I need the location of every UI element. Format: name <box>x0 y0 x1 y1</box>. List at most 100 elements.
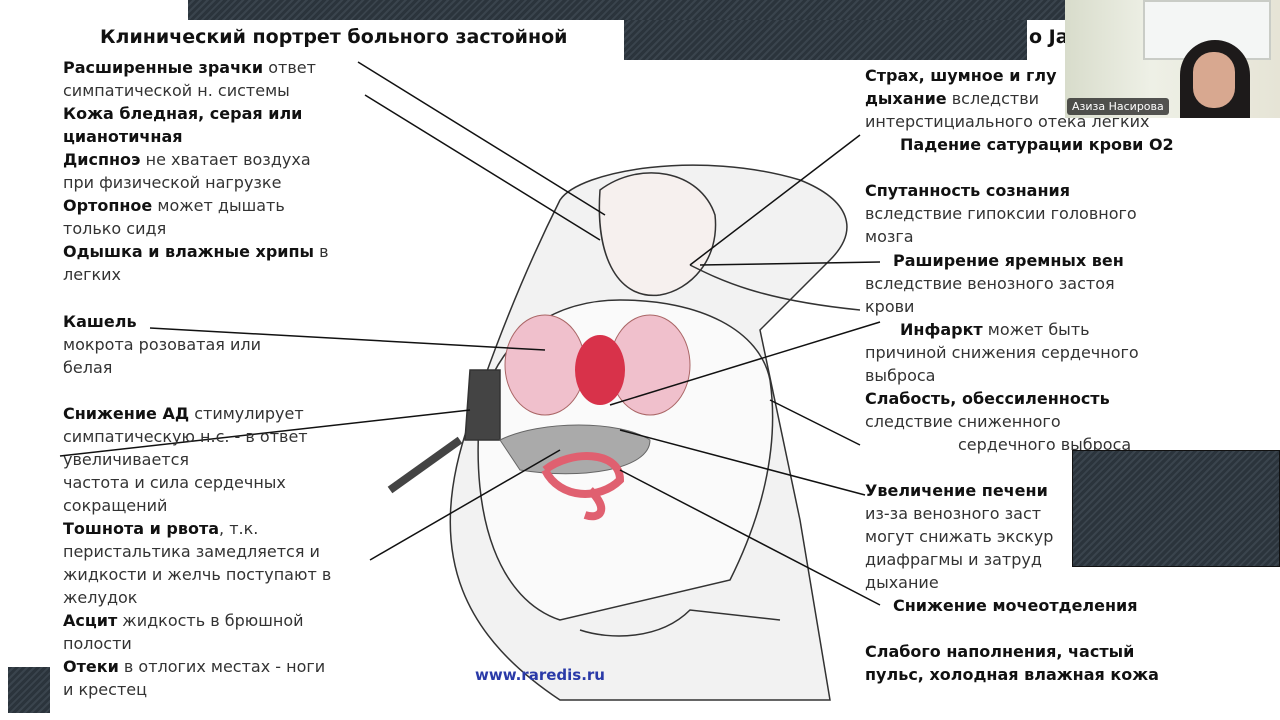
description: симпатической н. системы <box>63 81 290 100</box>
left-text-line: Расширенные зрачки ответ <box>63 58 316 78</box>
right-text-line: дыхание <box>865 573 939 593</box>
description: диафрагмы и затруд <box>865 550 1042 569</box>
occlusion-block-top <box>188 0 1065 20</box>
bold-term: цианотичная <box>63 127 183 146</box>
description: дыхание <box>865 573 939 592</box>
description: жидкости и желчь поступают в <box>63 565 332 584</box>
right-text-line: диафрагмы и затруд <box>865 550 1042 570</box>
bold-term: дыхание <box>865 89 947 108</box>
leader-lines <box>59 61 881 606</box>
right-text-line: могут снижать экскур <box>865 527 1053 547</box>
description: ответ <box>263 58 316 77</box>
watermark-url: www.raredis.ru <box>475 666 605 684</box>
right-text-line: Раширение яремных вен <box>893 251 1124 271</box>
left-text-line: белая <box>63 358 112 378</box>
right-text-line: вследствие венозного застоя <box>865 274 1115 294</box>
left-text-line: Отеки в отлогих местах - ноги <box>63 657 325 677</box>
bold-term: Страх, шумное и глу <box>865 66 1057 85</box>
description: сердечного выброса <box>958 435 1132 454</box>
description: только сидя <box>63 219 167 238</box>
description: полости <box>63 634 132 653</box>
left-text-line: желудок <box>63 588 137 608</box>
left-text-line: перистальтика замедляется и <box>63 542 320 562</box>
left-text-line: Ортопное может дышать <box>63 196 285 216</box>
right-text-line: Спутанность сознания <box>865 181 1070 201</box>
right-text-line: Падение сатурации крови О2 <box>900 135 1174 155</box>
description: частота и сила сердечных <box>63 473 286 492</box>
right-text-line: выброса <box>865 366 935 386</box>
description: следствие сниженного <box>865 412 1061 431</box>
bold-term: Расширенные зрачки <box>63 58 264 77</box>
right-text-line: Снижение мочеотделения <box>893 596 1138 616</box>
right-text-line: следствие сниженного <box>865 412 1061 432</box>
left-text-line: частота и сила сердечных <box>63 473 286 493</box>
right-text-line: Увеличение печени <box>865 481 1048 501</box>
right-text-line: дыхание вследстви <box>865 89 1039 109</box>
left-text-line: и крестец <box>63 680 147 700</box>
bold-term: Тошнота и рвота <box>63 519 220 538</box>
bold-term: Слабость, обессиленность <box>865 389 1110 408</box>
left-text-line: симпатической н. системы <box>63 81 290 101</box>
bold-term: Слабого наполнения, частый <box>865 642 1135 661</box>
description: в <box>314 242 329 261</box>
right-text-line: Слабость, обессиленность <box>865 389 1110 409</box>
description: крови <box>865 297 915 316</box>
description: не хватает воздуха <box>140 150 311 169</box>
description: легких <box>63 265 122 284</box>
bold-term: Раширение яремных вен <box>893 251 1124 270</box>
description: в отлогих местах - ноги <box>118 657 326 676</box>
left-text-line: при физической нагрузке <box>63 173 281 193</box>
bold-term: Увеличение печени <box>865 481 1048 500</box>
bold-term: Асцит <box>63 611 118 630</box>
bold-term: Падение сатурации крови О2 <box>900 135 1174 154</box>
left-text-line: мокрота розоватая или <box>63 335 261 355</box>
bold-term: Одышка и влажные хрипы <box>63 242 315 261</box>
right-text-line: мозга <box>865 227 914 247</box>
right-text-line: Слабого наполнения, частый <box>865 642 1134 662</box>
left-text-line: Одышка и влажные хрипы в <box>63 242 329 262</box>
bold-term: Диспноэ <box>63 150 141 169</box>
participant-face <box>1193 52 1235 108</box>
left-text-line: цианотичная <box>63 127 183 147</box>
description: и крестец <box>63 680 147 699</box>
right-text-line: Инфаркт может быть <box>900 320 1090 340</box>
right-text-line: вследствие гипоксии головного <box>865 204 1137 224</box>
description: мозга <box>865 227 914 246</box>
webcam-video-tile[interactable]: Азиза Насирова <box>1065 0 1280 118</box>
slide-title-tail: о Ja <box>1029 26 1069 48</box>
description: могут снижать экскур <box>865 527 1054 546</box>
description: причиной снижения сердечного <box>865 343 1139 362</box>
description: сокращений <box>63 496 168 515</box>
description: стимулирует <box>189 404 304 423</box>
description: жидкость в брюшной <box>117 611 304 630</box>
right-text-line: Страх, шумное и глу <box>865 66 1057 86</box>
right-text-line: из-за венозного заст <box>865 504 1041 524</box>
bold-term: Отеки <box>63 657 119 676</box>
description: желудок <box>63 588 138 607</box>
description: может быть <box>982 320 1090 339</box>
bold-term: Снижение АД <box>63 404 190 423</box>
left-text-line: только сидя <box>63 219 166 239</box>
occlusion-block-bottom-left <box>8 667 50 713</box>
left-text-line: Кожа бледная, серая или <box>63 104 302 124</box>
description: белая <box>63 358 113 377</box>
bold-term: пульс, холодная влажная кожа <box>865 665 1159 684</box>
bold-term: Инфаркт <box>900 320 983 339</box>
description: перистальтика замедляется и <box>63 542 320 561</box>
occlusion-block-title <box>624 20 1027 60</box>
left-text-line: Диспноэ не хватает воздуха <box>63 150 311 170</box>
left-text-line: легких <box>63 265 121 285</box>
left-text-line: полости <box>63 634 132 654</box>
left-text-line: увеличивается <box>63 450 189 470</box>
right-text-line: крови <box>865 297 914 317</box>
description: может дышать <box>152 196 285 215</box>
right-text-line: пульс, холодная влажная кожа <box>865 665 1159 685</box>
bold-term: Снижение мочеотделения <box>893 596 1138 615</box>
description: из-за венозного заст <box>865 504 1042 523</box>
participant-name-label: Азиза Насирова <box>1067 98 1169 115</box>
description: вследствие гипоксии головного <box>865 204 1137 223</box>
left-text-line: сокращений <box>63 496 167 516</box>
slide-title: Клинический портрет больного застойной <box>100 26 568 48</box>
bold-term: Кожа бледная, серая или <box>63 104 303 123</box>
